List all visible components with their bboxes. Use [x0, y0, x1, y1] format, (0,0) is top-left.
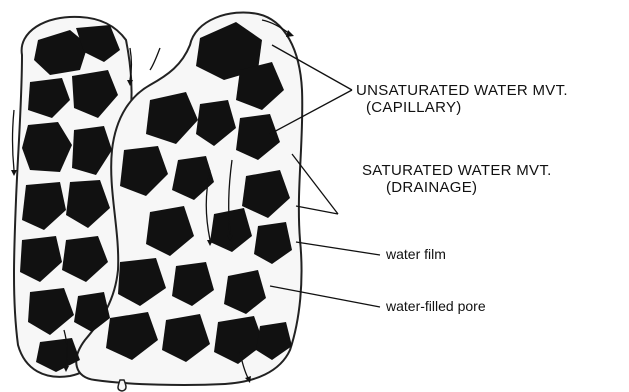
leader-saturated-right	[296, 206, 338, 214]
water-drip	[118, 380, 126, 391]
unsaturated-label-line1: UNSATURATED WATER MVT.	[356, 82, 568, 99]
saturated-label-line1: SATURATED WATER MVT.	[362, 162, 552, 179]
water-filled-pore-label: water-filled pore	[386, 298, 486, 314]
flow-arrow	[150, 48, 160, 70]
leader-water-film	[296, 242, 380, 255]
unsaturated-label: UNSATURATED WATER MVT. (CAPILLARY)	[356, 82, 568, 117]
water-film-label: water film	[386, 246, 446, 262]
arrowhead	[11, 170, 17, 176]
unsaturated-label-line2: (CAPILLARY)	[356, 99, 568, 116]
saturated-label-line2: (DRAINAGE)	[362, 179, 552, 196]
arrowhead	[286, 30, 294, 37]
saturated-label: SATURATED WATER MVT. (DRAINAGE)	[362, 162, 552, 197]
flow-arrow	[13, 110, 15, 170]
